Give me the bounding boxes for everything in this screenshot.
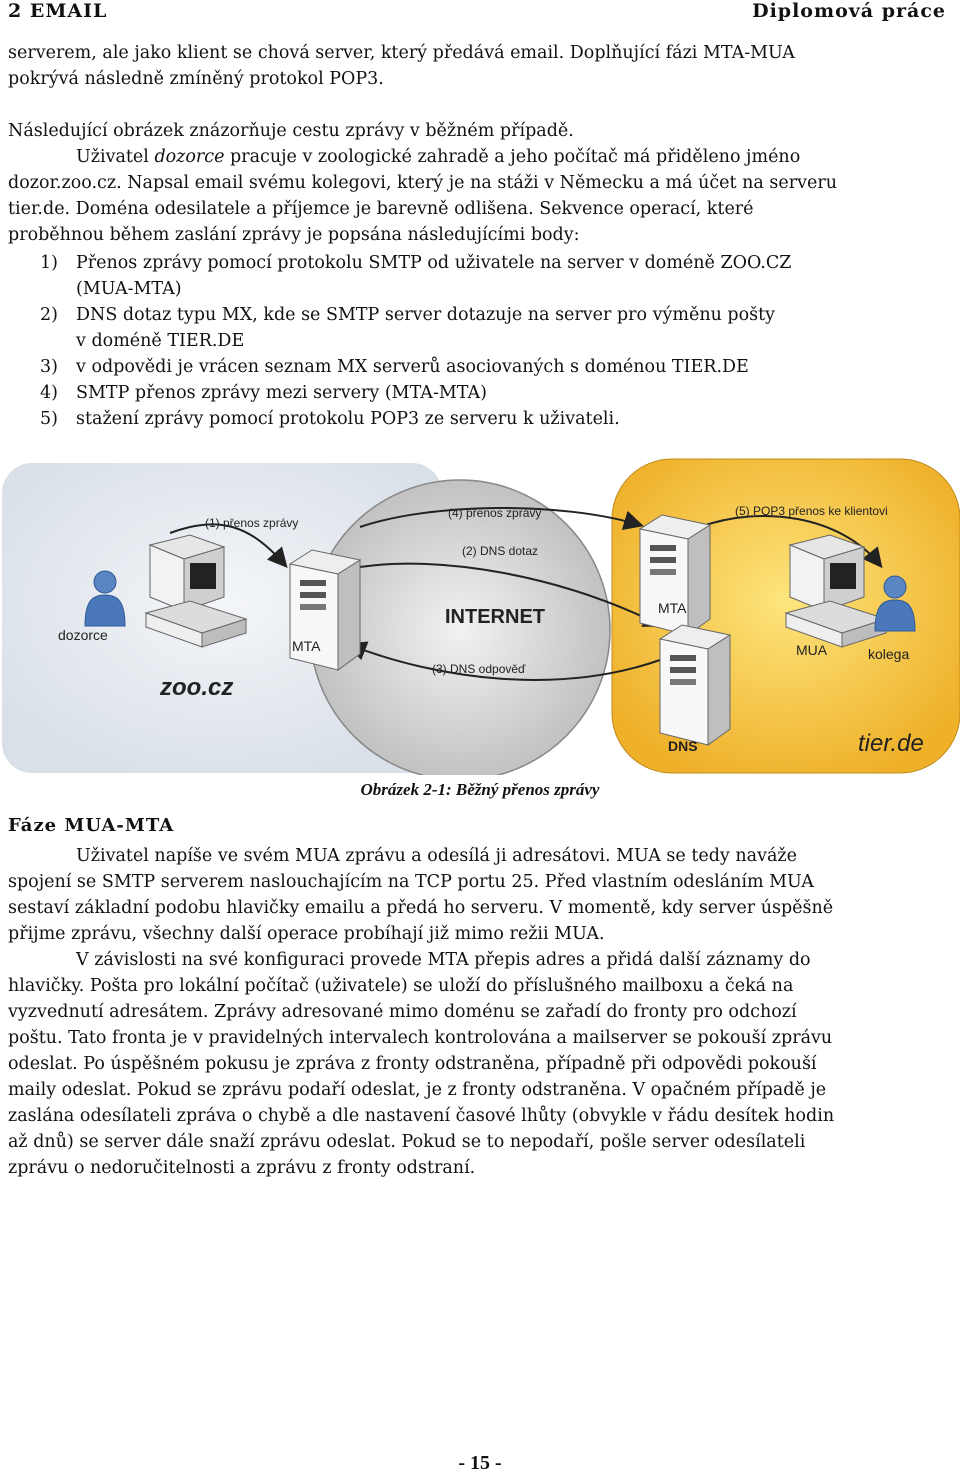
- step-number: 1): [40, 253, 58, 273]
- section-p2-line-9: zprávu o nedoručitelnosti a zprávu z fro…: [8, 1158, 476, 1178]
- step-number: 2): [40, 305, 58, 325]
- label-mta-right: MTA: [658, 600, 687, 616]
- label-dns: DNS: [668, 738, 698, 754]
- step-number: 4): [40, 383, 58, 403]
- section-p2-line-1: V závislosti na své konfiguraci provede …: [76, 950, 811, 970]
- email-path-diagram: (1) přenos zprávy (4) přenos zprávy (2) …: [2, 458, 960, 775]
- user-name-italic: dozorce: [154, 147, 225, 167]
- step-1: 1) Přenos zprávy pomocí protokolu SMTP od…: [40, 250, 791, 276]
- section-p2-line-8: až dnů) se server dále snaží zprávu odes…: [8, 1132, 806, 1152]
- step-text: SMTP přenos zprávy mezi servery (MTA-MTA…: [76, 383, 487, 403]
- label-step-3: (3) DNS odpověď: [432, 662, 526, 676]
- section-p1-line-1: Uživatel napíše ve svém MUA zprávu a ode…: [76, 846, 797, 866]
- label-kolega: kolega: [868, 646, 909, 662]
- label-dozorce: dozorce: [58, 627, 108, 643]
- para1-line-5: proběhnou během zaslání zprávy je popsán…: [8, 225, 580, 245]
- section-p2-line-2: hlavičky. Pošta pro lokální počítač (uži…: [8, 976, 794, 996]
- section-p2-line-7: zaslána odesílateli zpráva o chybě a dle…: [8, 1106, 835, 1126]
- step-number: 3): [40, 357, 58, 377]
- page-header: 2 EMAIL Diplomová práce: [8, 0, 946, 26]
- arrow-step-2: [359, 562, 664, 627]
- step-5: 5) stažení zprávy pomocí protokolu POP3 z…: [40, 406, 620, 432]
- step-text: DNS dotaz typu MX, kde se SMTP server do…: [76, 305, 776, 325]
- intro-line-2: pokrývá následně zmíněný protokol POP3.: [8, 69, 384, 89]
- intro-line-1: serverem, ale jako klient se chová serve…: [8, 43, 795, 63]
- label-internet: INTERNET: [445, 606, 545, 628]
- section-p1-line-4: přijme zprávu, všechny další operace pro…: [8, 924, 605, 944]
- section-p2-line-5: odeslat. Po úspěšném pokusu je zpráva z …: [8, 1054, 817, 1074]
- section-p1-line-2: spojení se SMTP serverem naslouchajícím …: [8, 872, 814, 892]
- label-zoo-domain: zoo.cz: [159, 674, 233, 701]
- section-p1-line-3: sestaví základní podobu hlavičky emailu …: [8, 898, 834, 918]
- label-step-2: (2) DNS dotaz: [462, 544, 538, 558]
- para1-line-3: dozor.zoo.cz. Napsal email svému kolegov…: [8, 173, 837, 193]
- section-p2-line-6: maily odeslat. Pokud se zprávu podaří od…: [8, 1080, 827, 1100]
- label-step-4: (4) přenos zprávy: [448, 506, 541, 520]
- step-text: stažení zprávy pomocí protokolu POP3 ze …: [76, 409, 620, 429]
- document-type: Diplomová práce: [752, 0, 946, 22]
- label-step-1: (1) přenos zprávy: [205, 516, 298, 530]
- arrow-step-1: [169, 523, 288, 569]
- step-number: 5): [40, 409, 58, 429]
- label-mua-right: MUA: [796, 642, 828, 658]
- para1-line-1: Následující obrázek znázorňuje cestu zpr…: [8, 121, 574, 141]
- server-dns-icon: [659, 624, 731, 746]
- para1-line-4: tier.de. Doména odesilatele a příjemce j…: [8, 199, 754, 219]
- arrow-step-4: [359, 506, 644, 530]
- para1-line-2: Uživatel dozorce pracuje v zoologické za…: [8, 144, 952, 170]
- section-p2-line-3: vyzvednutí adresátem. Zprávy adresované …: [8, 1002, 797, 1022]
- para1-line-2c: pracuje v zoologické zahradě a jeho počí…: [224, 147, 801, 167]
- step-2: 2) DNS dotaz typu MX, kde se SMTP server …: [40, 302, 775, 328]
- figure-caption: Obrázek 2-1: Běžný přenos zprávy: [360, 780, 600, 799]
- label-mta-left: MTA: [292, 638, 321, 654]
- label-step-5: (5) POP3 přenos ke klientovi: [735, 504, 888, 518]
- step-3: 3) v odpovědi je vrácen seznam MX serverů…: [40, 354, 749, 380]
- label-tier-domain: tier.de: [858, 730, 924, 757]
- section-title: Fáze MUA-MTA: [8, 815, 175, 836]
- step-text: Přenos zprávy pomocí protokolu SMTP od u…: [76, 253, 792, 273]
- step-2-cont: v doméně TIER.DE: [76, 331, 245, 351]
- chapter-title: 2 EMAIL: [8, 0, 108, 22]
- step-text: v odpovědi je vrácen seznam MX serverů a…: [76, 357, 749, 377]
- step-4: 4) SMTP přenos zprávy mezi servery (MTA-M…: [40, 380, 487, 406]
- server-mta-right-icon: [639, 514, 711, 636]
- page-number: - 15 -: [458, 1452, 502, 1474]
- step-1-cont: (MUA-MTA): [76, 279, 182, 299]
- arrow-step-3: [346, 641, 661, 681]
- para1-line-2a: Uživatel: [76, 147, 155, 167]
- section-p2-line-4: poštu. Tato fronta je v pravidelných int…: [8, 1028, 833, 1048]
